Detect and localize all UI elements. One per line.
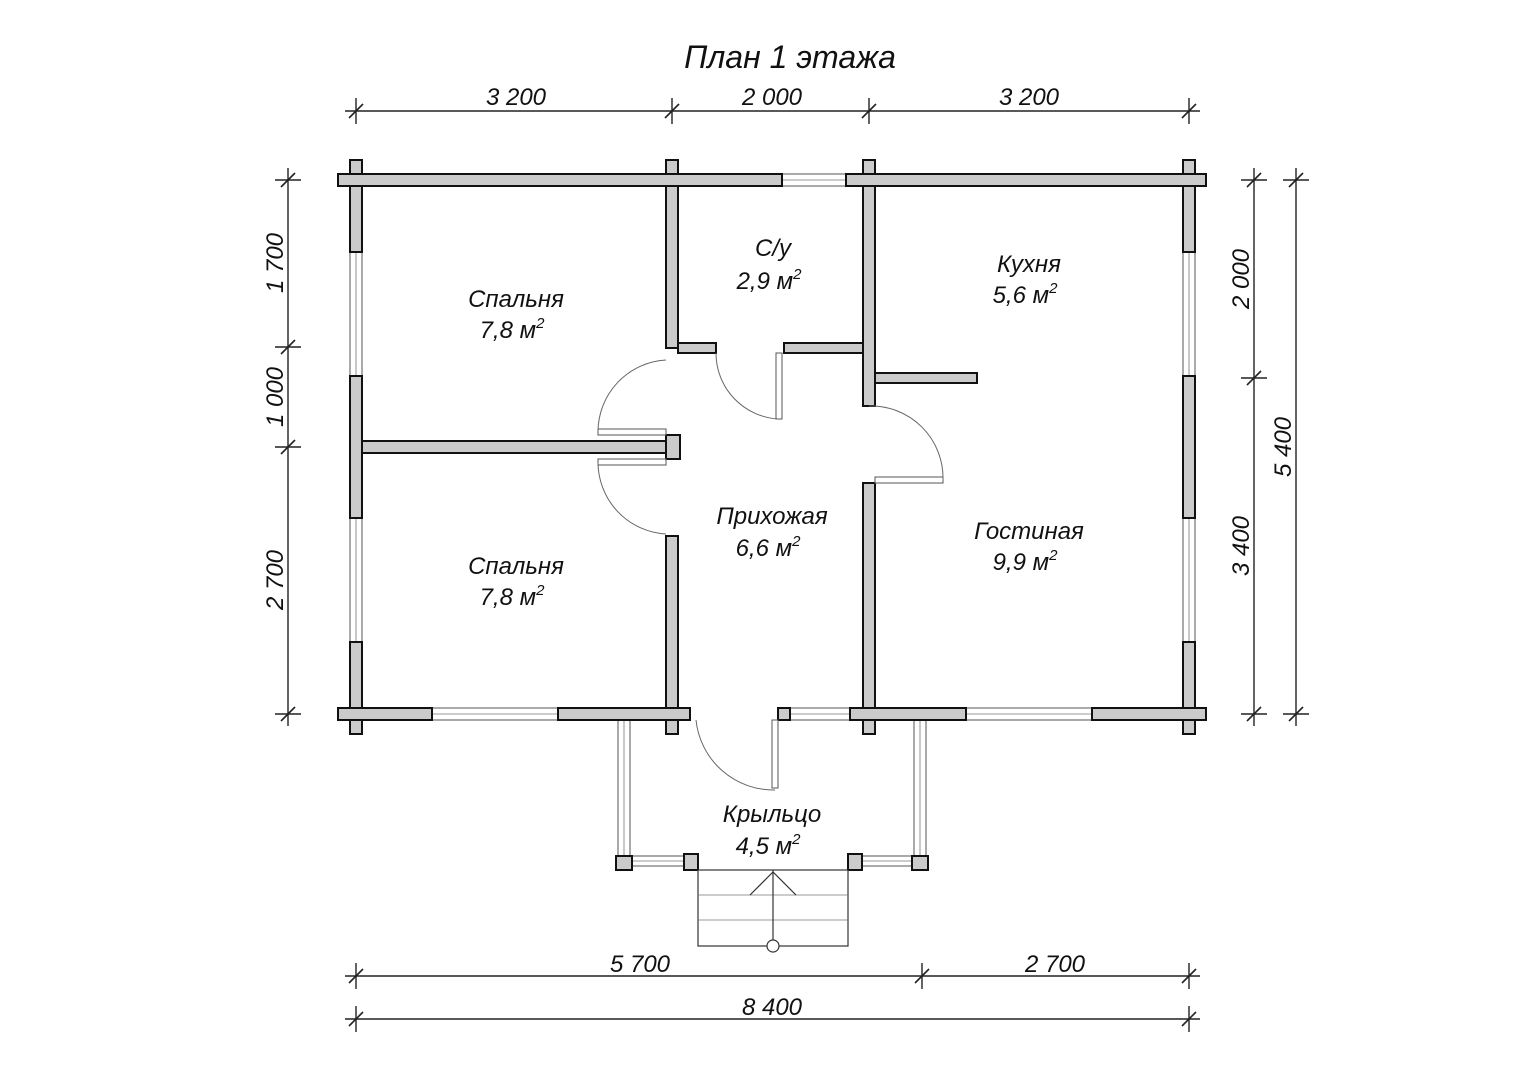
dim-left-1: 1 700 bbox=[262, 232, 289, 293]
dimension-bottom-inner: 5 700 2 700 bbox=[345, 951, 1200, 989]
dimension-right-inner: 2 000 3 400 bbox=[1228, 168, 1267, 726]
room-area: 5,6 м bbox=[993, 282, 1049, 309]
room-bedroom-top: Спальня 7,8 м2 bbox=[468, 286, 564, 344]
room-porch: Крыльцо 4,5 м2 bbox=[723, 801, 821, 860]
room-name: Кухня bbox=[997, 251, 1061, 278]
room-area: 7,8 м bbox=[480, 317, 536, 344]
room-hallway: Прихожая 6,6 м2 bbox=[716, 503, 827, 562]
dimension-right-outer: 5 400 bbox=[1270, 168, 1309, 726]
doors bbox=[597, 352, 944, 791]
dim-top-2: 2 000 bbox=[741, 84, 803, 111]
svg-text:7,8 м2: 7,8 м2 bbox=[480, 582, 545, 611]
room-bedroom-bottom: Спальня 7,8 м2 bbox=[468, 553, 564, 611]
room-area: 9,9 м bbox=[993, 549, 1049, 576]
room-name: Спальня bbox=[468, 553, 564, 580]
room-area: 6,6 м bbox=[736, 535, 792, 562]
room-area-unit-sup: 2 bbox=[792, 266, 802, 283]
dim-left-3: 2 700 bbox=[262, 549, 289, 611]
dim-bottom-1: 5 700 bbox=[610, 951, 671, 978]
room-name: Спальня bbox=[468, 286, 564, 313]
room-area-unit-sup: 2 bbox=[1048, 547, 1058, 564]
room-name: Гостиная bbox=[974, 518, 1084, 545]
svg-text:7,8 м2: 7,8 м2 bbox=[480, 315, 545, 344]
dim-bottom-total: 8 400 bbox=[742, 994, 803, 1021]
walls bbox=[337, 159, 1207, 871]
room-area: 4,5 м bbox=[736, 833, 792, 860]
room-bathroom: С/у 2,9 м2 bbox=[736, 235, 802, 295]
room-kitchen: Кухня 5,6 м2 bbox=[993, 251, 1062, 309]
room-area: 2,9 м bbox=[736, 268, 793, 295]
dim-right-1: 2 000 bbox=[1228, 248, 1255, 310]
dim-right-2: 3 400 bbox=[1228, 515, 1255, 576]
windows bbox=[349, 173, 1196, 867]
room-name: С/у bbox=[755, 235, 793, 262]
room-name: Крыльцо bbox=[723, 801, 821, 828]
room-area-unit-sup: 2 bbox=[1048, 280, 1058, 297]
room-area-unit-sup: 2 bbox=[535, 315, 545, 332]
room-area-unit-sup: 2 bbox=[791, 533, 801, 550]
dim-bottom-2: 2 700 bbox=[1024, 951, 1086, 978]
dim-right-total: 5 400 bbox=[1270, 416, 1297, 477]
svg-text:6,6 м2: 6,6 м2 bbox=[736, 533, 801, 562]
dim-top-1: 3 200 bbox=[486, 84, 547, 111]
dim-left-2: 1 000 bbox=[262, 366, 289, 427]
svg-text:2,9 м2: 2,9 м2 bbox=[736, 266, 802, 295]
svg-text:4,5 м2: 4,5 м2 bbox=[736, 831, 801, 860]
room-living-room: Гостиная 9,9 м2 bbox=[974, 518, 1084, 576]
dimension-left: 1 700 1 000 2 700 bbox=[262, 168, 301, 726]
plan-title: План 1 этажа bbox=[684, 39, 896, 75]
room-area-unit-sup: 2 bbox=[535, 582, 545, 599]
room-area: 7,8 м bbox=[480, 584, 536, 611]
svg-text:5,6 м2: 5,6 м2 bbox=[993, 280, 1058, 309]
porch-stairs bbox=[697, 869, 849, 953]
svg-text:9,9 м2: 9,9 м2 bbox=[993, 547, 1058, 576]
dim-top-3: 3 200 bbox=[999, 84, 1060, 111]
room-name: Прихожая bbox=[716, 503, 827, 530]
dimension-bottom-total: 8 400 bbox=[345, 994, 1200, 1032]
dimension-top: 3 200 2 000 3 200 bbox=[345, 84, 1200, 124]
room-area-unit-sup: 2 bbox=[791, 831, 801, 848]
